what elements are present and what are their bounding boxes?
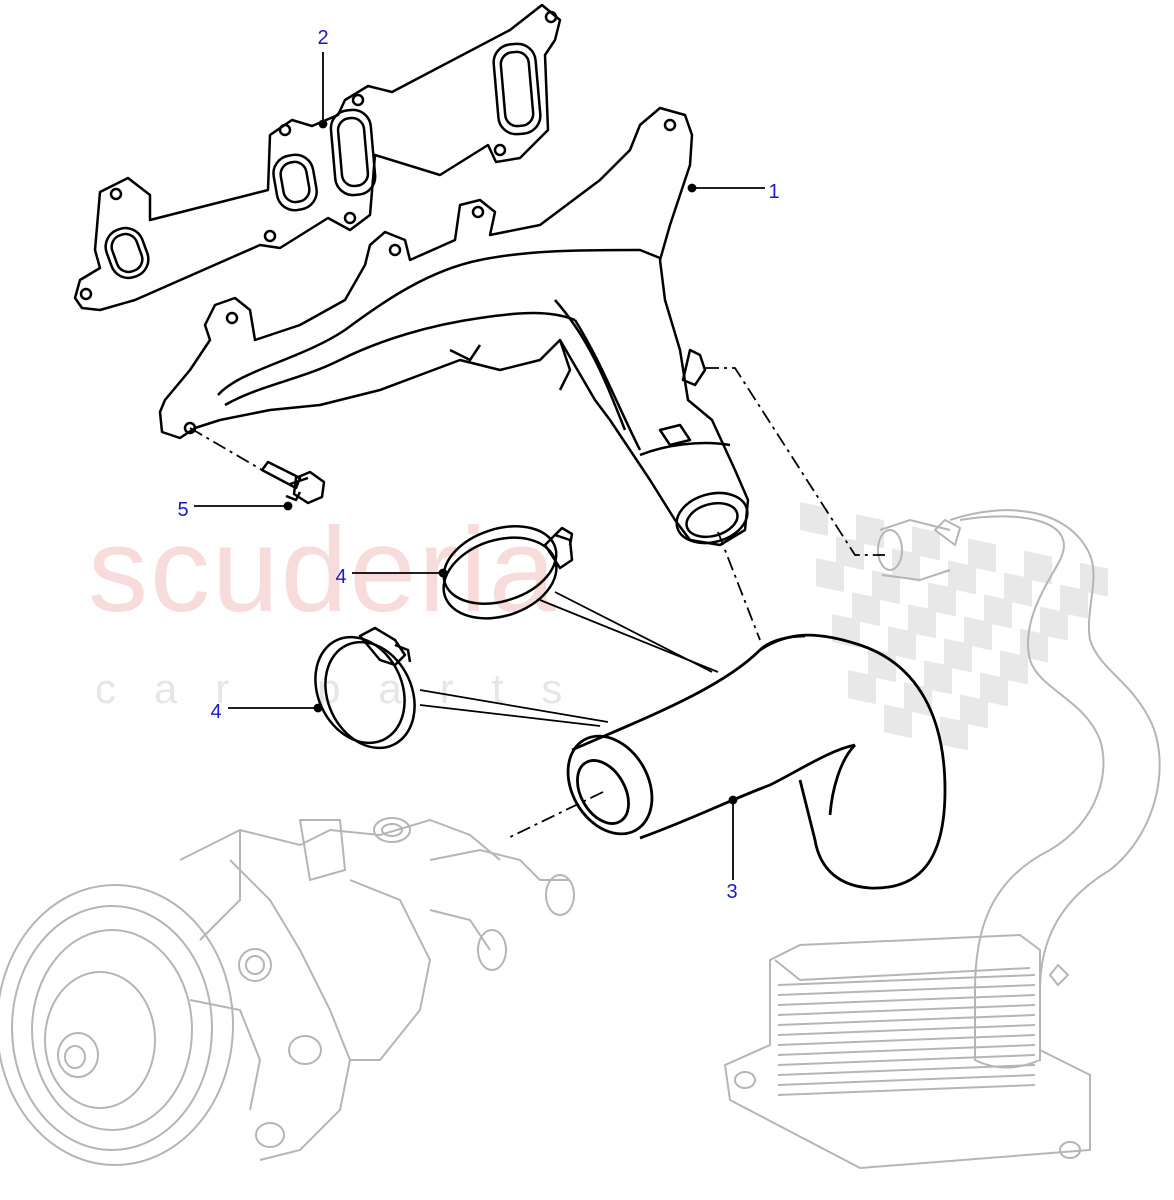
checker-square: [872, 570, 900, 605]
checker-square: [960, 694, 988, 729]
checker-square: [892, 548, 920, 583]
coolant-hose: [566, 633, 947, 890]
flange-bolt: [260, 460, 326, 505]
watermark-brand: scuderia: [88, 503, 558, 637]
checker-square: [888, 626, 916, 661]
callout-label-1[interactable]: 1: [768, 181, 780, 203]
checker-square: [1020, 628, 1048, 663]
checker-square: [1040, 606, 1068, 641]
checker-square: [948, 560, 976, 595]
checker-square: [856, 514, 884, 549]
checker-square: [848, 670, 876, 705]
callout-label-5[interactable]: 5: [177, 499, 189, 521]
checker-square: [904, 682, 932, 717]
checker-square: [868, 648, 896, 683]
checker-square: [964, 616, 992, 651]
callout-label-3[interactable]: 3: [726, 881, 738, 903]
checker-square: [912, 526, 940, 561]
checker-square: [836, 536, 864, 571]
checker-square: [800, 502, 828, 536]
checker-square: [968, 538, 996, 573]
oil-cooler-ghost: [723, 509, 1161, 1170]
callout-leaders: [194, 52, 765, 880]
checker-square: [884, 704, 912, 739]
checker-square: [944, 638, 972, 673]
hose-clamp-lower: [314, 626, 416, 750]
callout-label-4-upper[interactable]: 4: [335, 566, 347, 588]
checker-square: [908, 604, 936, 639]
checker-square: [1004, 572, 1032, 607]
checker-square: [1000, 650, 1028, 685]
exhaust-manifold: [158, 106, 750, 547]
assembly-lines: [189, 367, 885, 839]
checker-square: [928, 582, 956, 617]
checker-square: [940, 716, 968, 751]
exhaust-manifold-gasket: [73, 3, 562, 312]
checker-square: [816, 558, 844, 593]
clamp-leader-lines: [419, 591, 719, 727]
checker-square: [924, 660, 952, 695]
checkered-flag-watermark: [800, 502, 1108, 751]
callout-label-4-lower[interactable]: 4: [210, 701, 222, 723]
checker-square: [852, 592, 880, 627]
water-pump-ghost: [0, 817, 575, 1166]
checker-square: [1060, 584, 1088, 619]
checker-square: [980, 672, 1008, 707]
callout-label-2[interactable]: 2: [317, 27, 329, 49]
checker-square: [984, 594, 1012, 629]
checker-square: [1024, 550, 1052, 585]
hose-clamp-upper: [442, 525, 574, 620]
